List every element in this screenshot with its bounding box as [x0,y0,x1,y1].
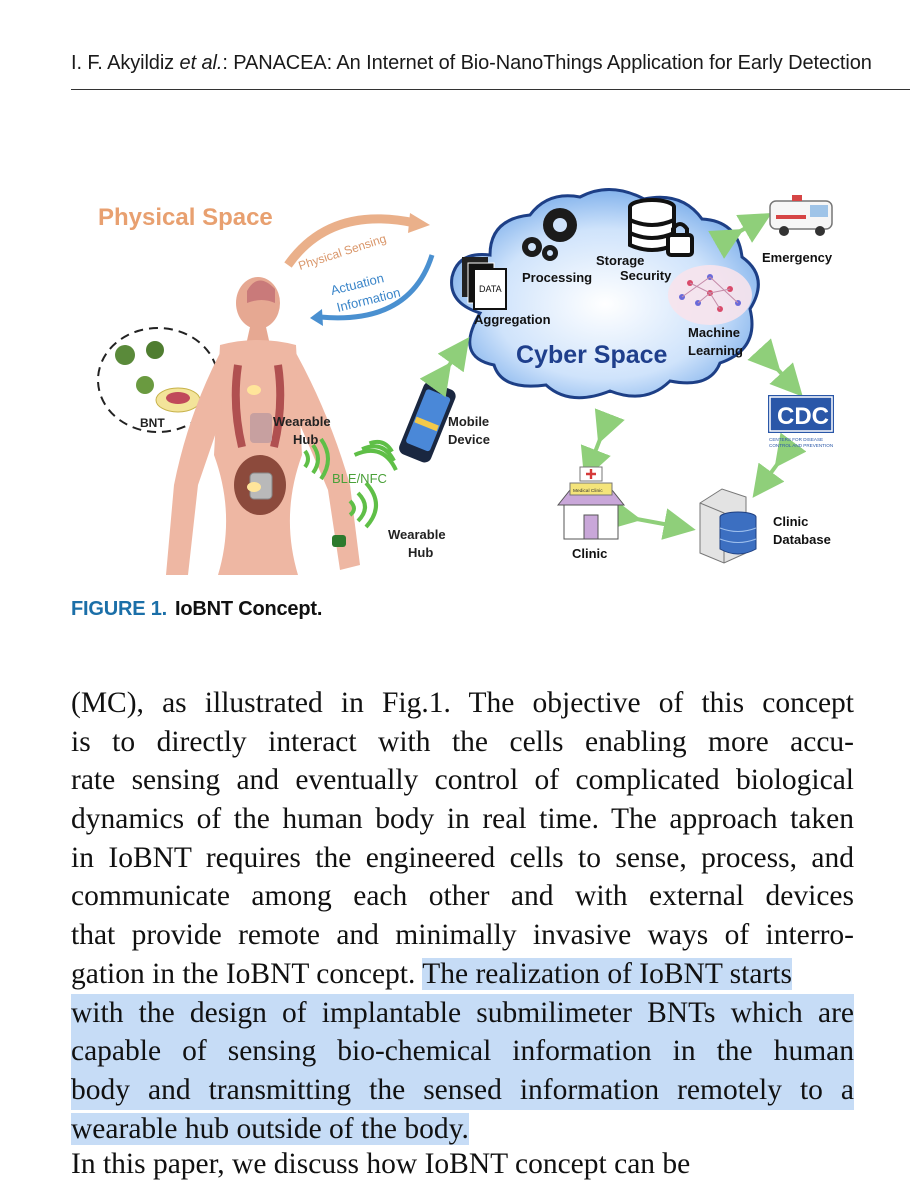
ble-nfc-label: BLE/NFC [332,471,387,486]
storage-label: Storage [596,253,644,268]
body-line: rate sensing and eventually control of c… [71,764,854,797]
cyber-space-label: Cyber Space [516,341,668,369]
ambulance-icon [769,195,833,236]
body-line: gation in the IoBNT concept. The realiza… [71,955,854,994]
body-line: that provide remote and minimally invasi… [71,919,854,952]
figure-caption-label: FIGURE 1. [71,598,167,620]
running-header: I. F. Akyildiz et al.: PANACEA: An Inter… [71,52,910,75]
physical-sensing-arrow [284,214,416,268]
figure-iobnt-concept: Physical Space Physical Sensing Actuatio… [70,185,850,595]
bnt-cell [115,345,135,365]
aggregation-label: Aggregation [474,312,551,327]
header-authors: I. F. Akyildiz [71,52,175,74]
clinic-icon: Medical Clinic [556,466,626,540]
mobile-device-icon [399,381,456,463]
security-label: Security [620,268,672,283]
neural-network-icon [668,265,752,325]
cdc-logo-text: CDC [777,403,829,430]
body-line-part: gation in the IoBNT concept. [71,957,423,990]
physical-space-label: Physical Space [98,204,273,231]
cdc-logo-subtitle-2: CONTROL AND PREVENTION [769,443,833,448]
body-line: communicate among each other and with ex… [71,880,854,913]
wireless-waves-icon [353,439,398,471]
cdc-logo-subtitle-1: CENTERS FOR DISEASE [769,437,823,442]
bnt-label: BNT [140,416,165,430]
clinic-label: Clinic [572,546,607,561]
physical-sensing-arrowhead [408,213,430,233]
header-rule [71,89,910,90]
body-line-cutoff: In this paper, we discuss how IoBNT conc… [71,1148,691,1180]
figure-illustration: Physical Space Physical Sensing Actuatio… [97,187,834,575]
body-paragraph: (MC), as illustrated in Fig.1. The objec… [71,684,854,1148]
human-body-figure [166,277,360,575]
wearable-hub-2-line2: Hub [408,545,433,560]
actuation-arrow [319,254,435,321]
highlighted-text: The realization of IoBNT starts [422,957,792,990]
wireless-waves-icon [348,481,378,529]
processing-label: Processing [522,270,592,285]
header-title: : PANACEA: An Internet of Bio-NanoThings… [222,52,872,74]
highlighted-text: capable of sensing bio-chemical informat… [71,1032,854,1071]
wristband-icon [332,535,346,547]
learning-label: Learning [688,343,743,358]
clinic-sign-text: Medical Clinic [573,488,603,494]
server-database-icon [699,488,757,564]
body-line: in IoBNT requires the engineered cells t… [71,841,854,874]
figure-caption: FIGURE 1. IoBNT Concept. [71,598,322,621]
emergency-label: Emergency [762,250,833,265]
connection-arrows [419,213,807,540]
cdc-logo: CDC CENTERS FOR DISEASE CONTROL AND PREV… [768,395,834,448]
body-line: wearable hub outside of the body. [71,1110,854,1149]
wearable-hub-1-line2: Hub [293,432,318,447]
header-etal: et al. [179,52,223,74]
mobile-device-line1: Mobile [448,414,489,429]
body-line: (MC), as illustrated in Fig.1. The objec… [71,687,854,719]
highlighted-text: wearable hub outside of the body. [71,1112,469,1145]
bnt-cell [136,376,154,394]
wearable-hub-2-line1: Wearable [388,527,446,542]
figure-caption-text: IoBNT Concept. [175,598,323,620]
storage-lock-icon [628,198,694,257]
body-line: dynamics of the human body in real time.… [71,803,854,836]
machine-label: Machine [688,325,740,340]
wireless-waves-icon [303,437,330,481]
data-label: DATA [479,284,502,294]
wearable-hub-1-line1: Wearable [273,414,331,429]
clinic-database-line2: Database [773,532,831,547]
highlighted-text: with the design of implantable submilime… [71,993,854,1033]
mobile-device-line2: Device [448,432,490,447]
bnt-device-core [166,392,190,404]
gear-icon [522,208,577,261]
highlighted-text: body and transmitting the sensed informa… [71,1070,854,1110]
actuation-arrowhead [310,309,323,326]
clinic-database-line1: Clinic [773,514,808,529]
bnt-cell [146,341,164,359]
body-line: is to directly interact with the cells e… [71,725,854,758]
